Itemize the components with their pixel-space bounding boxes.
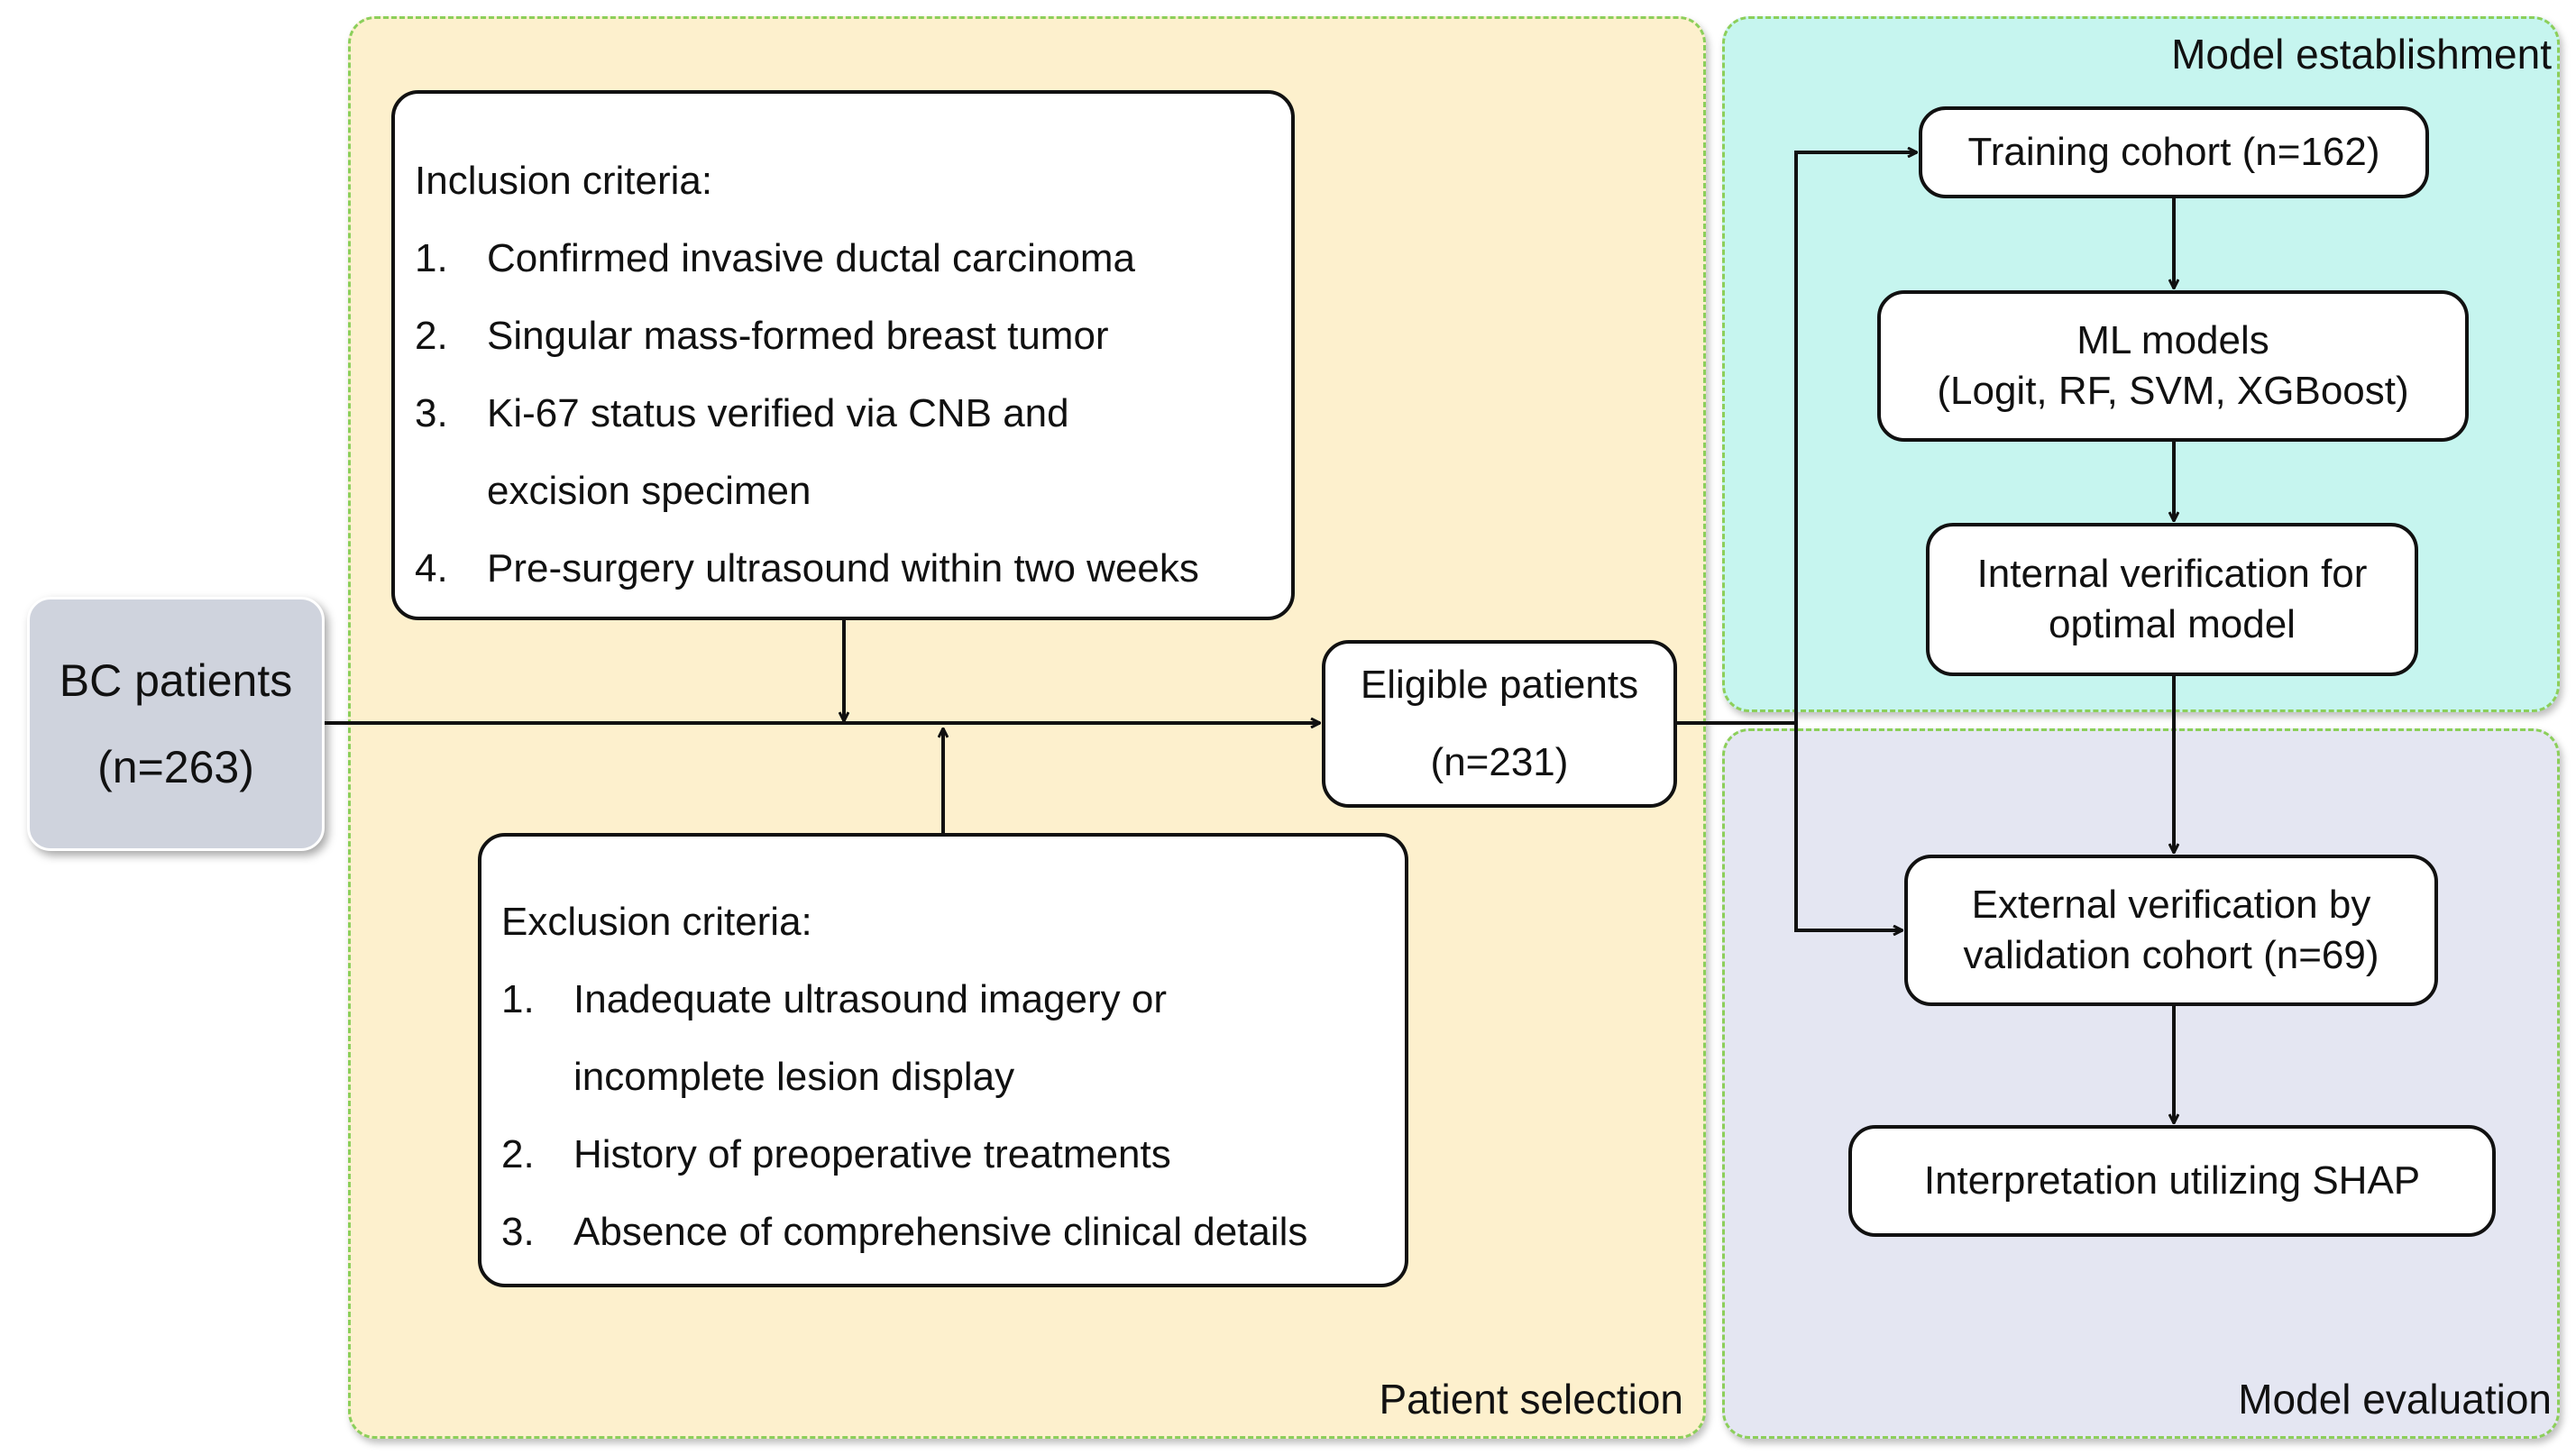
model-evaluation-region: Model evaluation bbox=[1722, 728, 2560, 1439]
ml-models-box: ML models (Logit, RF, SVM, XGBoost) bbox=[1877, 290, 2469, 442]
training-cohort-label: Training cohort (n=162) bbox=[1967, 130, 2380, 174]
internal-verification-line2: optimal model bbox=[2049, 602, 2296, 646]
model-establishment-label: Model establishment bbox=[2171, 31, 2552, 78]
inclusion-criteria-box: Inclusion criteria: 1.Confirmed invasive… bbox=[391, 90, 1295, 620]
eligible-patients-label: Eligible patients bbox=[1360, 663, 1639, 707]
inclusion-title: Inclusion criteria: bbox=[415, 159, 713, 203]
exclusion-title: Exclusion criteria: bbox=[501, 900, 812, 944]
bc-patients-box: BC patients (n=263) bbox=[27, 597, 325, 851]
eligible-patients-count: (n=231) bbox=[1430, 740, 1569, 784]
model-evaluation-label: Model evaluation bbox=[2238, 1376, 2552, 1423]
ml-models-list: (Logit, RF, SVM, XGBoost) bbox=[1937, 369, 2409, 413]
external-verification-line2: validation cohort (n=69) bbox=[1963, 933, 2379, 977]
patient-selection-label: Patient selection bbox=[1379, 1376, 1683, 1423]
bc-patients-count: (n=263) bbox=[97, 742, 254, 792]
internal-verification-line1: Internal verification for bbox=[1976, 552, 2368, 596]
eligible-patients-box: Eligible patients (n=231) bbox=[1322, 640, 1677, 808]
exclusion-criteria-box: Exclusion criteria: 1.Inadequate ultraso… bbox=[478, 833, 1408, 1287]
training-cohort-box: Training cohort (n=162) bbox=[1919, 106, 2429, 198]
internal-verification-box: Internal verification for optimal model bbox=[1926, 523, 2418, 676]
ml-models-title: ML models bbox=[2076, 318, 2269, 362]
external-verification-box: External verification by validation coho… bbox=[1904, 855, 2438, 1006]
external-verification-line1: External verification by bbox=[1971, 883, 2371, 927]
shap-interpretation-label: Interpretation utilizing SHAP bbox=[1923, 1158, 2421, 1203]
bc-patients-label: BC patients bbox=[59, 655, 293, 706]
shap-interpretation-box: Interpretation utilizing SHAP bbox=[1848, 1125, 2496, 1237]
